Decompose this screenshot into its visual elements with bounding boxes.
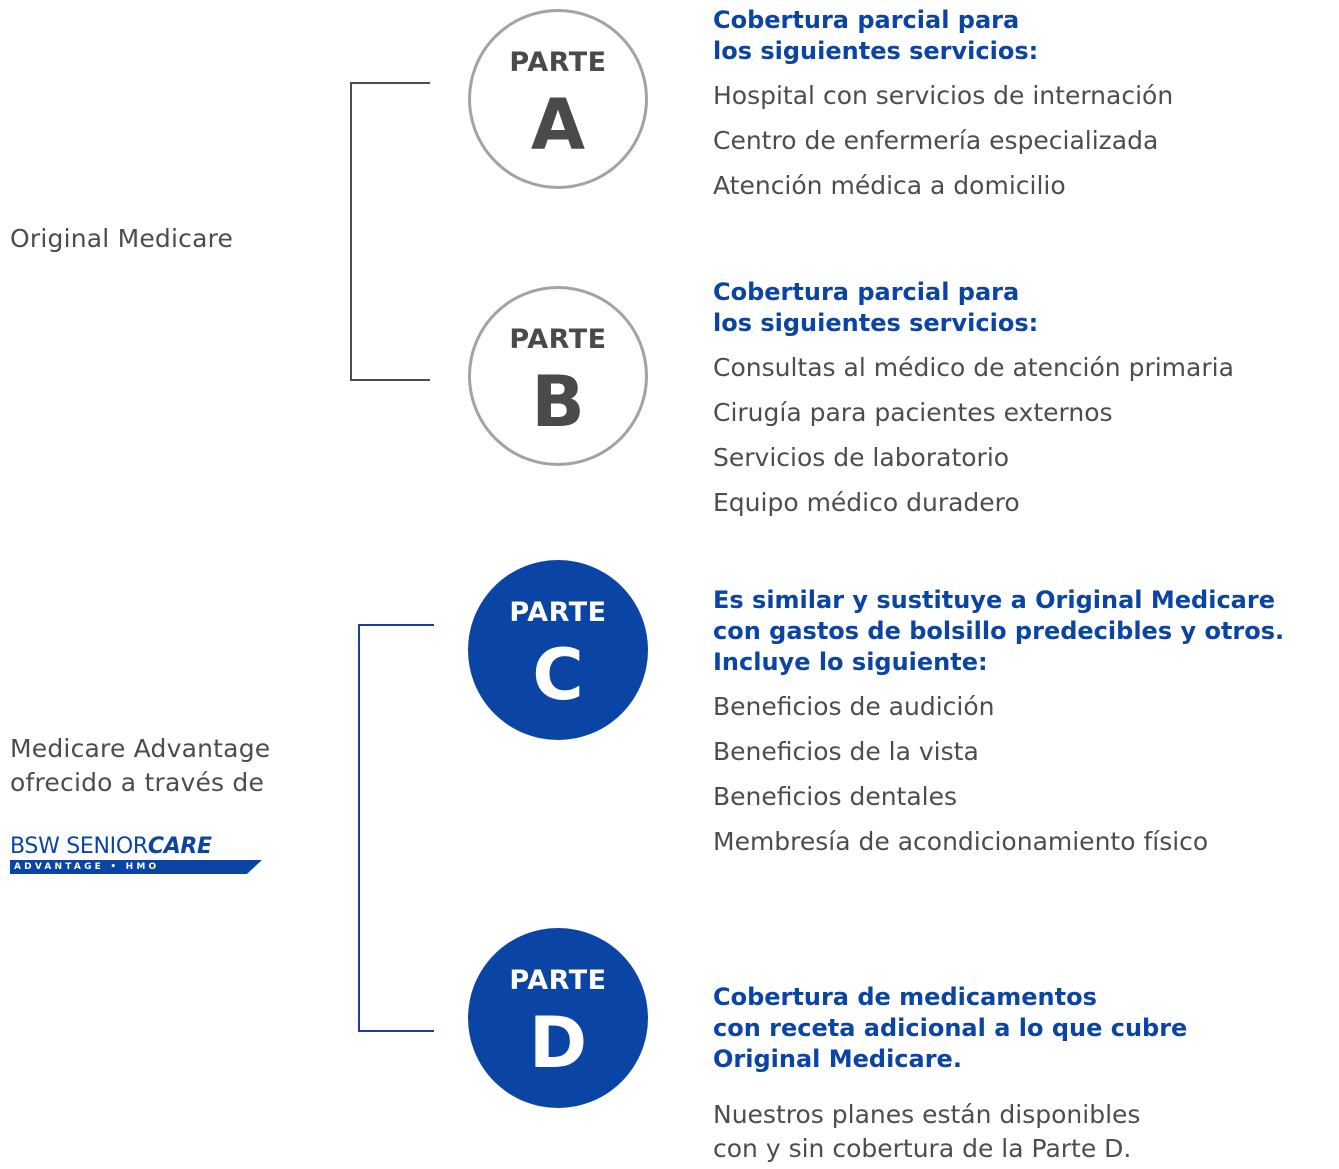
part-d-letter: D: [528, 1002, 588, 1084]
part-d-note: Nuestros planes están disponibles con y …: [713, 1098, 1140, 1166]
part-b-description: Cobertura parcial para los siguientes se…: [713, 277, 1234, 525]
part-b-item: Servicios de laboratorio: [713, 443, 1010, 472]
part-b-item: Cirugía para pacientes externos: [713, 398, 1113, 427]
part-c-circle: PARTE C: [468, 560, 648, 740]
logo-brand-regular: BSW SENIOR: [10, 834, 148, 859]
original-medicare-bracket: [350, 82, 430, 381]
logo-tagline-band: ADVANTAGE • HMO: [10, 860, 262, 874]
part-c-item: Membresía de acondicionamiento físico: [713, 827, 1209, 856]
part-b-word: PARTE: [509, 324, 607, 355]
part-a-heading-line2: los siguientes servicios:: [713, 37, 1039, 65]
part-d-heading-line1: Cobertura de medicamentos: [713, 983, 1097, 1011]
part-a-circle: PARTE A: [468, 9, 648, 189]
part-d-note-line2: con y sin cobertura de la Parte D.: [713, 1134, 1132, 1163]
medicare-advantage-label-line2: ofrecido a través de: [10, 768, 265, 797]
part-d-word: PARTE: [509, 965, 607, 996]
part-b-item: Consultas al médico de atención primaria: [713, 353, 1234, 382]
part-c-word: PARTE: [509, 597, 607, 628]
part-b-item: Equipo médico duradero: [713, 488, 1020, 517]
part-a-item: Centro de enfermería especializada: [713, 126, 1159, 155]
part-c-item: Beneficios de la vista: [713, 737, 979, 766]
medicare-advantage-label-line1: Medicare Advantage: [10, 734, 271, 763]
part-c-item: Beneficios de audición: [713, 692, 995, 721]
part-c-description: Es similar y sustituye a Original Medica…: [713, 585, 1284, 864]
part-a-description: Cobertura parcial para los siguientes se…: [713, 5, 1173, 208]
part-a-heading-line1: Cobertura parcial para: [713, 6, 1020, 34]
part-a-word: PARTE: [509, 47, 607, 78]
medicare-advantage-bracket: [358, 624, 434, 1032]
part-c-item: Beneficios dentales: [713, 782, 958, 811]
part-b-letter: B: [531, 361, 585, 443]
part-c-heading-line3: Incluye lo siguiente:: [713, 648, 988, 676]
part-a-item: Hospital con servicios de internación: [713, 81, 1174, 110]
part-b-heading-line1: Cobertura parcial para: [713, 278, 1020, 306]
logo-brand-bold: CARE: [147, 834, 212, 859]
part-c-heading-line1: Es similar y sustituye a Original Medica…: [713, 586, 1275, 614]
part-b-circle: PARTE B: [468, 286, 648, 466]
bsw-seniorcare-logo: BSW SENIORCARE ADVANTAGE • HMO: [10, 836, 265, 880]
part-a-item: Atención médica a domicilio: [713, 171, 1066, 200]
part-d-note-line1: Nuestros planes están disponibles: [713, 1100, 1141, 1129]
logo-tagline: ADVANTAGE • HMO: [14, 862, 160, 872]
part-d-description: Cobertura de medicamentos con receta adi…: [713, 982, 1187, 1075]
part-d-heading-line2: con receta adicional a lo que cubre: [713, 1014, 1188, 1042]
logo-wordmark: BSW SENIORCARE: [10, 836, 212, 858]
original-medicare-label: Original Medicare: [10, 224, 234, 253]
part-c-heading-line2: con gastos de bolsillo predecibles y otr…: [713, 617, 1285, 645]
part-d-heading-line3: Original Medicare.: [713, 1045, 962, 1073]
part-d-circle: PARTE D: [468, 928, 648, 1108]
part-a-letter: A: [530, 84, 586, 166]
part-c-letter: C: [532, 634, 584, 716]
part-b-heading-line2: los siguientes servicios:: [713, 309, 1039, 337]
